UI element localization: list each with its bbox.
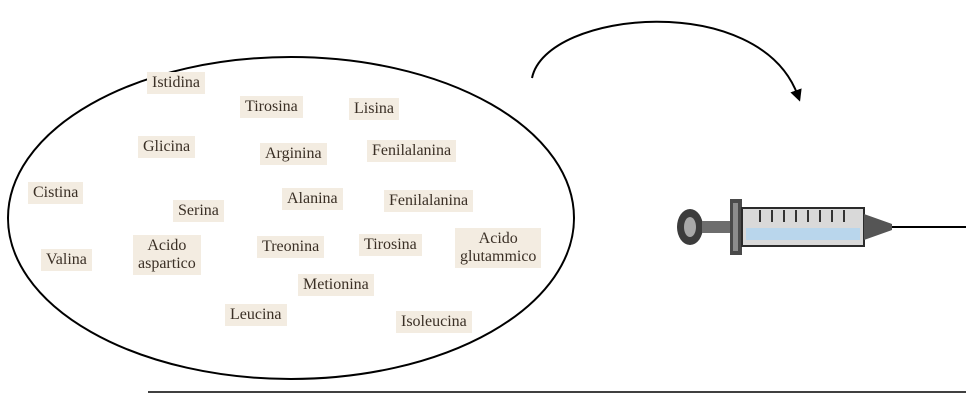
label-valina: Valina — [41, 249, 92, 271]
label-istidina: Istidina — [147, 72, 205, 94]
curved-arrow — [532, 22, 798, 96]
label-fenilalanina-2: Fenilalanina — [384, 190, 473, 212]
label-fenilalanina: Fenilalanina — [367, 140, 456, 162]
label-arginina: Arginina — [260, 143, 327, 165]
label-acido-glutammico: Acido glutammico — [455, 228, 541, 268]
label-acido-aspartico: Acido aspartico — [133, 235, 201, 275]
label-acido-glutammico-line2: glutammico — [460, 248, 536, 266]
label-glicina: Glicina — [138, 136, 195, 158]
label-isoleucina: Isoleucina — [396, 311, 472, 333]
label-metionina: Metionina — [298, 274, 374, 296]
label-cistina: Cistina — [28, 182, 83, 204]
label-treonina: Treonina — [257, 236, 324, 258]
label-lisina: Lisina — [349, 98, 399, 120]
label-alanina: Alanina — [282, 188, 343, 210]
label-serina: Serina — [173, 200, 224, 222]
label-leucina: Leucina — [225, 304, 287, 326]
syringe-icon — [677, 199, 966, 255]
label-tirosina: Tirosina — [240, 96, 303, 118]
label-tirosina-2: Tirosina — [359, 234, 422, 256]
label-acido-glutammico-line1: Acido — [460, 230, 536, 248]
label-acido-aspartico-line2: aspartico — [138, 255, 196, 273]
label-acido-aspartico-line1: Acido — [138, 237, 196, 255]
